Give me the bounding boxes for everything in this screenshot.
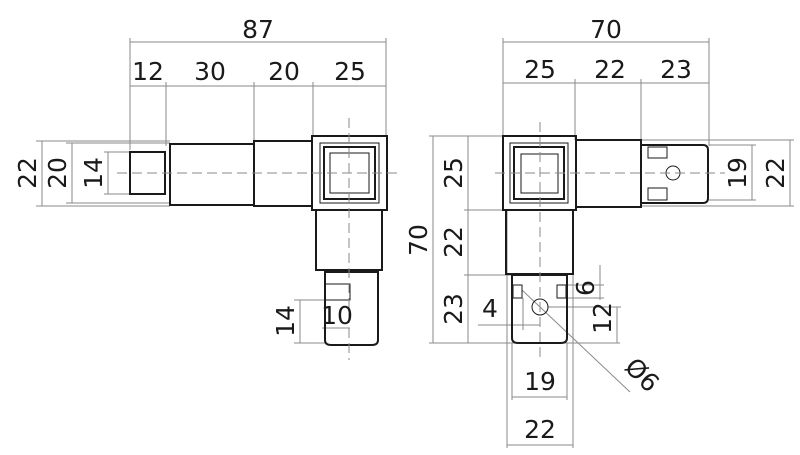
dim-30: 30 (194, 57, 226, 86)
dim-diameter-6: Ø6 (619, 352, 665, 398)
dim-12: 12 (588, 302, 617, 334)
dim-25: 25 (334, 57, 366, 86)
dim-19-leg: 19 (524, 367, 556, 396)
dim-top-25: 25 (524, 55, 556, 84)
leg-hole (531, 298, 549, 316)
dim-12: 12 (132, 57, 164, 86)
dim-top-22: 22 (594, 55, 626, 84)
dim-22: 22 (13, 157, 42, 189)
front-view: 70 25 22 23 70 25 22 23 19 22 4 6 12 19 … (404, 15, 794, 448)
dim-22-leg: 22 (524, 415, 556, 444)
dim-left-25: 25 (439, 157, 468, 189)
side-view: 87 12 30 20 25 22 20 14 14 10 (13, 15, 400, 360)
dim-70-height: 70 (404, 224, 433, 256)
dim-leg-14: 14 (271, 305, 300, 337)
side-dimension-lines (36, 38, 387, 344)
dim-87: 87 (242, 15, 274, 44)
dim-20: 20 (268, 57, 300, 86)
dim-top-23: 23 (660, 55, 692, 84)
dim-14: 14 (79, 157, 108, 189)
dim-19-arm: 19 (723, 157, 752, 189)
dim-4: 4 (482, 294, 498, 323)
dim-10: 10 (321, 301, 353, 330)
front-dimension-lines (429, 38, 794, 448)
dim-22-arm: 22 (761, 157, 790, 189)
dim-left-22: 22 (439, 226, 468, 258)
dim-20-height: 20 (43, 157, 72, 189)
dim-left-23: 23 (439, 293, 468, 325)
dim-6: 6 (571, 280, 600, 296)
dim-70-width: 70 (590, 15, 622, 44)
